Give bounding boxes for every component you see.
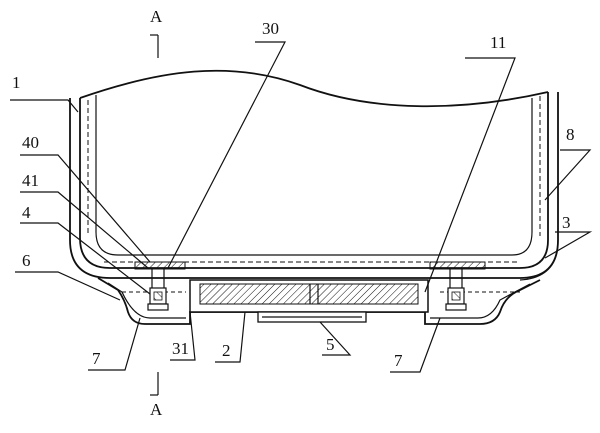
label-5: 5 <box>326 335 335 354</box>
leader-lines <box>10 41 593 373</box>
section-line-a <box>150 34 159 396</box>
label-7-right: 7 <box>394 351 403 370</box>
heating-coil <box>189 279 429 313</box>
outer-shell <box>69 92 559 281</box>
label-11: 11 <box>490 33 506 52</box>
label-7-left: 7 <box>92 349 101 368</box>
label-31: 31 <box>172 339 189 358</box>
section-mark-bottom: A <box>150 400 163 419</box>
inner-pot <box>79 69 549 269</box>
fasteners <box>147 287 467 311</box>
label-6: 6 <box>22 251 31 270</box>
section-mark-top: A <box>150 7 163 26</box>
label-4: 4 <box>22 203 31 222</box>
label-30: 30 <box>262 19 279 38</box>
label-1: 1 <box>12 73 21 92</box>
label-2: 2 <box>222 341 231 360</box>
label-40: 40 <box>22 133 39 152</box>
support-brackets <box>134 261 486 290</box>
label-8: 8 <box>566 125 575 144</box>
fan <box>257 311 367 323</box>
label-41: 41 <box>22 171 39 190</box>
label-3: 3 <box>562 213 571 232</box>
